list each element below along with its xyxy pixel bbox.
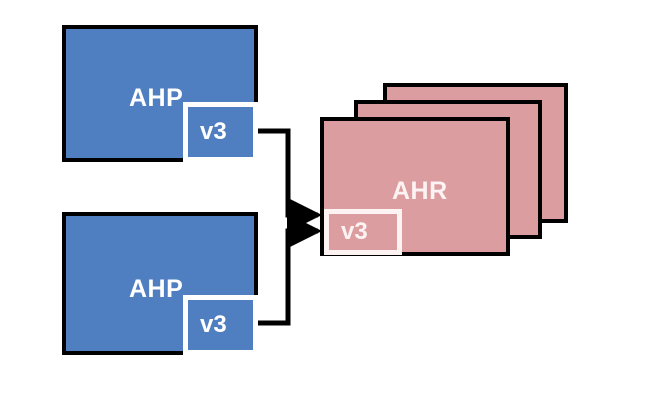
- ahp-top-title: AHP: [129, 84, 184, 112]
- ahp-bottom-version-box[interactable]: v3: [183, 295, 258, 355]
- ahr-node[interactable]: AHR v3: [320, 117, 510, 256]
- ahp-bottom-version-label: v3: [200, 311, 227, 338]
- ahp-top-version-box[interactable]: v3: [183, 102, 258, 162]
- connector-ahp-top-to-ahr: [258, 128, 323, 233]
- ahr-version-box[interactable]: v3: [324, 209, 402, 255]
- ahp-top-version-label: v3: [200, 118, 227, 145]
- ahp-top-node[interactable]: AHP v3: [62, 25, 258, 162]
- ahr-version-label: v3: [341, 218, 368, 245]
- ahp-bottom-title: AHP: [129, 275, 184, 303]
- ahp-bottom-node[interactable]: AHP v3: [62, 212, 258, 355]
- ahr-title: AHR: [392, 177, 448, 205]
- connector-ahp-bottom-to-ahr: [258, 213, 323, 326]
